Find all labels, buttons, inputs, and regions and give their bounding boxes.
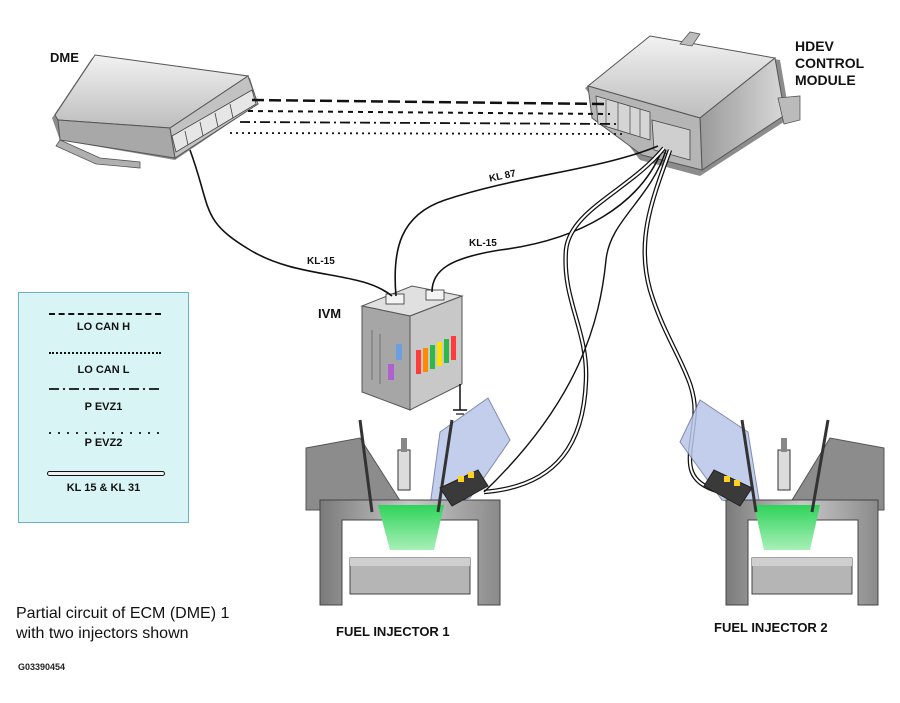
legend-label: P EVZ1 [84, 401, 123, 413]
legend-line-short-dash [49, 352, 161, 354]
legend-line-double [47, 471, 165, 476]
injector-wires [483, 146, 721, 495]
wire-legend: LO CAN H LO CAN L P EVZ1 P EVZ2 KL 15 & … [18, 292, 189, 523]
kl15-right-wire-label: KL-15 [469, 238, 497, 249]
fuel-injector-1-label: FUEL INJECTOR 1 [336, 624, 450, 639]
legend-label: LO CAN H [76, 321, 131, 333]
legend-label: KL 15 & KL 31 [66, 482, 141, 494]
hdev-label-line2: CONTROL [795, 55, 865, 71]
fuel-injector-2-label: FUEL INJECTOR 2 [714, 620, 828, 635]
ivm-module [360, 285, 467, 415]
caption-line1: Partial circuit of ECM (DME) 1 [16, 605, 230, 622]
figure-id: G03390454 [18, 662, 66, 672]
dme-module [52, 54, 259, 169]
cylinder-2 [679, 399, 885, 606]
legend-line-dash-dot [49, 388, 161, 390]
legend-line-long-dash [49, 313, 161, 315]
hdev-label: HDEV CONTROL MODULE [795, 38, 864, 89]
legend-line-dot [49, 432, 161, 434]
figure-caption: Partial circuit of ECM (DME) 1 with two … [16, 604, 229, 644]
hdev-control-module [585, 31, 801, 176]
ivm-label: IVM [318, 306, 342, 321]
hdev-label-line1: HDEV [795, 38, 834, 54]
bus-lines [229, 98, 627, 135]
legend-label: LO CAN L [77, 364, 130, 376]
caption-line2: with two injectors shown [16, 625, 189, 642]
legend-label: P EVZ2 [84, 437, 123, 449]
kl15-left-wire-label: KL-15 [307, 256, 335, 267]
cylinder-1 [305, 397, 511, 606]
dme-label: DME [50, 50, 79, 65]
power-wires [189, 145, 663, 297]
hdev-label-line3: MODULE [795, 72, 856, 88]
